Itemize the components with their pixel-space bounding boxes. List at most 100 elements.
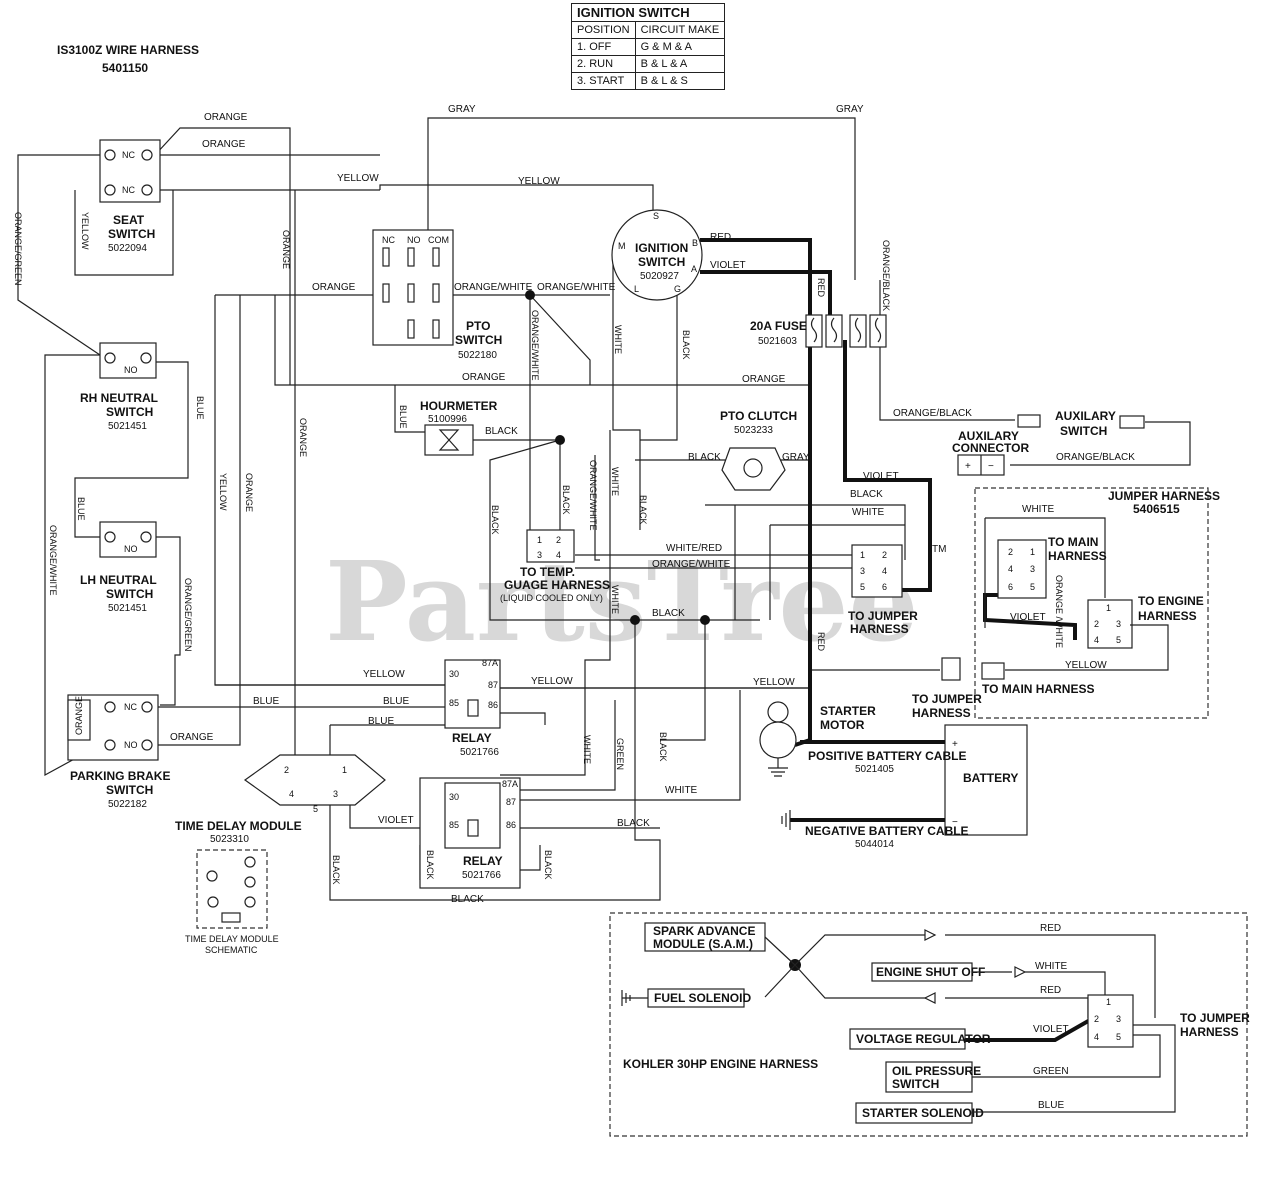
rh-neutral-label: RH NEUTRAL [80,391,158,405]
rh-neutral-switch: NO RH NEUTRAL SWITCH 5021451 [80,342,158,432]
contact-no: NO [407,235,421,245]
wire-label: BLUE [253,696,279,707]
table-cell: B & L & S [634,72,726,90]
pto-switch-label: PTO [466,319,490,333]
pin: 5 [1116,635,1121,645]
harness-part-number: 5401150 [102,61,148,75]
wire-label: GRAY [836,104,864,115]
pin: 1 [1030,547,1035,557]
wire-label: BLACK [331,855,341,885]
seat-switch-label: SEAT [113,213,145,227]
wire-label: ORANGE [202,139,246,150]
aux-connector-label: AUXILARY [958,429,1019,443]
lh-neutral-label: LH NEUTRAL [80,573,157,587]
terminal-s: S [653,211,659,221]
contact-com: COM [428,235,449,245]
wire-label: ORANGE/WHITE [652,559,731,570]
contact-no: NO [124,544,138,554]
battery-plus: + [952,739,958,750]
to-main-label: HARNESS [1048,549,1107,563]
relay-part: 5021766 [460,747,499,758]
contact-nc: NC [122,150,135,160]
jumper-connector: 1 2 3 4 5 6 TO JUMPER HARNESS [848,544,918,636]
wire-label: GREEN [615,738,625,770]
terminal-a: A [691,264,697,274]
wire-label: YELLOW [80,212,90,250]
relay-label: RELAY [452,731,492,745]
wires [17,117,1191,901]
wire-label: ORANGE [312,282,356,293]
starter-label: MOTOR [820,718,865,732]
pin: 4 [289,789,294,799]
wire-label: BLUE [76,497,86,521]
hourmeter: HOURMETER 5100996 [420,399,498,456]
wire-label: BLACK [681,330,691,360]
wire-label: WHITE [1022,504,1055,515]
wire-labels: ORANGE ORANGE GRAY GRAY YELLOW YELLOW OR… [13,104,1135,1111]
wire-label: YELLOW [218,473,228,511]
pin: 4 [556,550,561,560]
to-jumper-label: TO JUMPER [912,692,982,706]
pin: 4 [882,566,887,576]
to-main-label: TO MAIN [1048,535,1098,549]
aux-switch-label: AUXILARY [1055,409,1116,423]
to-engine-label: TO ENGINE [1138,594,1204,608]
trademark: TM [932,544,946,555]
wire-label: ORANGE [462,372,506,383]
pin: 85 [449,820,459,830]
wire-label: YELLOW [531,676,573,687]
time-delay-module: 2 1 4 3 5 TIME DELAY MODULE 5023310 TIME… [175,754,386,955]
parking-brake-part: 5022182 [108,799,147,810]
wire-label: YELLOW [518,176,560,187]
wire-label: BLACK [543,850,553,880]
pin: 3 [537,550,542,560]
wire-label: RED [816,278,826,298]
wire-label: BLACK [490,505,500,535]
wire-label: ORANGE/BLACK [1056,452,1135,463]
temp-gauge-label: GUAGE HARNESS [504,578,610,592]
wire-label: ORANGE/WHITE [588,460,598,531]
oil-pressure-label: OIL PRESSURE [892,1064,981,1078]
ignition-label: SWITCH [638,255,685,269]
wire-label: BLACK [451,894,484,905]
hourmeter-part: 5100996 [428,414,467,425]
wire-label: ORANGE/BLACK [881,240,891,311]
seat-switch: NC NC SEAT SWITCH 5022094 [99,139,161,254]
pto-switch: NC NO COM PTO SWITCH 5022180 [372,229,502,361]
wire-label: ORANGE [742,374,786,385]
starter-motor: STARTER MOTOR [759,701,876,777]
starter-label: STARTER [820,704,876,718]
fuel-solenoid-label: FUEL SOLENOID [654,991,751,1005]
pin: 3 [860,566,865,576]
wire-label: BLUE [195,396,205,420]
shutoff-label: ENGINE SHUT OFF [876,965,985,979]
contact-no: NO [124,740,138,750]
wire-label: GREEN [1033,1066,1069,1077]
to-main-harness-label: TO MAIN HARNESS [982,682,1094,696]
table-row: 1. OFF G & M & A [571,38,726,56]
temp-gauge-note: (LIQUID COOLED ONLY) [500,593,603,603]
table-row: 3. START B & L & S [571,72,726,90]
wire-label: BLACK [638,495,648,525]
wire-label: WHITE [665,785,698,796]
wire-label: ORANGE/BLACK [893,408,972,419]
pin: 30 [449,792,459,802]
wire-label: ORANGE [244,473,254,512]
wire-label: BLUE [368,716,394,727]
regulator-label: VOLTAGE REGULATOR [856,1032,991,1046]
to-jumper-label: TO JUMPER [1180,1011,1250,1025]
wire-label: RED [1040,985,1061,996]
schematic-label: TIME DELAY MODULE [185,934,279,944]
auxiliary-connector: + − AUXILARY CONNECTOR [952,429,1029,476]
pin: 5 [1030,582,1035,592]
ignition-switch: S B A M L G IGNITION SWITCH 5020927 [611,209,703,301]
pin: 5 [860,582,865,592]
wire-label: WHITE [582,735,592,764]
wire-label: VIOLET [710,260,746,271]
wire-label: YELLOW [1065,660,1107,671]
table-cell: G & M & A [634,38,726,56]
wire-label: BLUE [398,405,408,429]
pin: 3 [1116,1014,1121,1024]
wire-label: ORANGE/GREEN [183,578,193,652]
table-cell: 3. START [571,72,636,90]
